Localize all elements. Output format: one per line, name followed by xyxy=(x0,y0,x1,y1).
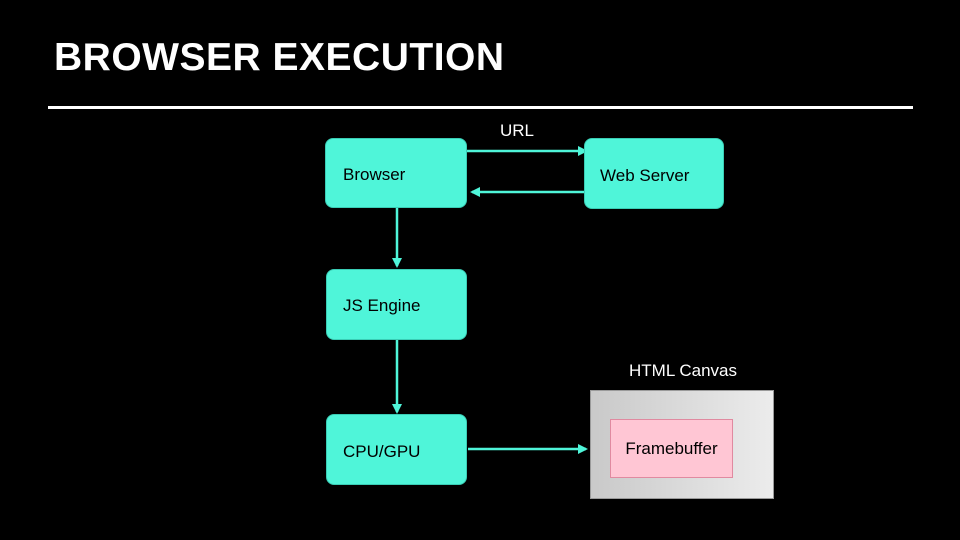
web-server-node-label: Web Server xyxy=(600,166,690,185)
js-engine-node-label: JS Engine xyxy=(343,296,421,315)
cpu-gpu-node: CPU/GPU xyxy=(326,414,467,485)
html-canvas-label: HTML Canvas xyxy=(629,361,738,380)
framebuffer-node: Framebuffer xyxy=(610,419,733,478)
web-server-node: Web Server xyxy=(584,138,724,209)
cpu-gpu-node-label: CPU/GPU xyxy=(343,442,421,461)
slide-title: BROWSER EXECUTION xyxy=(54,36,505,79)
browser-node: Browser xyxy=(325,138,467,208)
js-engine-node: JS Engine xyxy=(326,269,467,340)
browser-node-label: Browser xyxy=(343,165,406,184)
url-label: URL xyxy=(500,121,535,140)
title-divider xyxy=(48,106,913,109)
